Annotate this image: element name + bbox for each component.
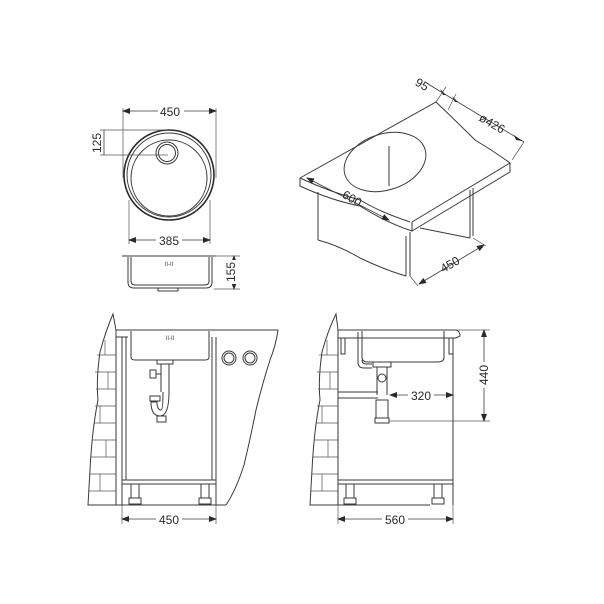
drain-offset-label: 125 [90, 133, 104, 153]
drain-height-label: 440 [477, 365, 491, 385]
svg-text:II-II: II-II [165, 262, 174, 268]
side-installation-view [309, 312, 492, 526]
bowl-width-label: 385 [159, 234, 179, 248]
iso-cabinet-width-label: 450 [438, 253, 463, 275]
front-installation-view: II-II [87, 312, 279, 526]
side-profile-view: II-II [122, 255, 240, 292]
overall-width-label: 450 [160, 105, 180, 119]
edge-offset-label: 95 [413, 75, 432, 94]
isometric-view [299, 83, 525, 287]
top-view [100, 103, 217, 247]
depth-label: 155 [224, 262, 238, 282]
front-cabinet-width-label: 450 [159, 513, 179, 527]
drain-outlet-distance-label: 320 [411, 389, 431, 403]
side-cabinet-depth-label: 560 [385, 513, 405, 527]
cutout-diameter-label: ø426 [477, 111, 508, 137]
svg-text:II-II: II-II [166, 336, 175, 342]
